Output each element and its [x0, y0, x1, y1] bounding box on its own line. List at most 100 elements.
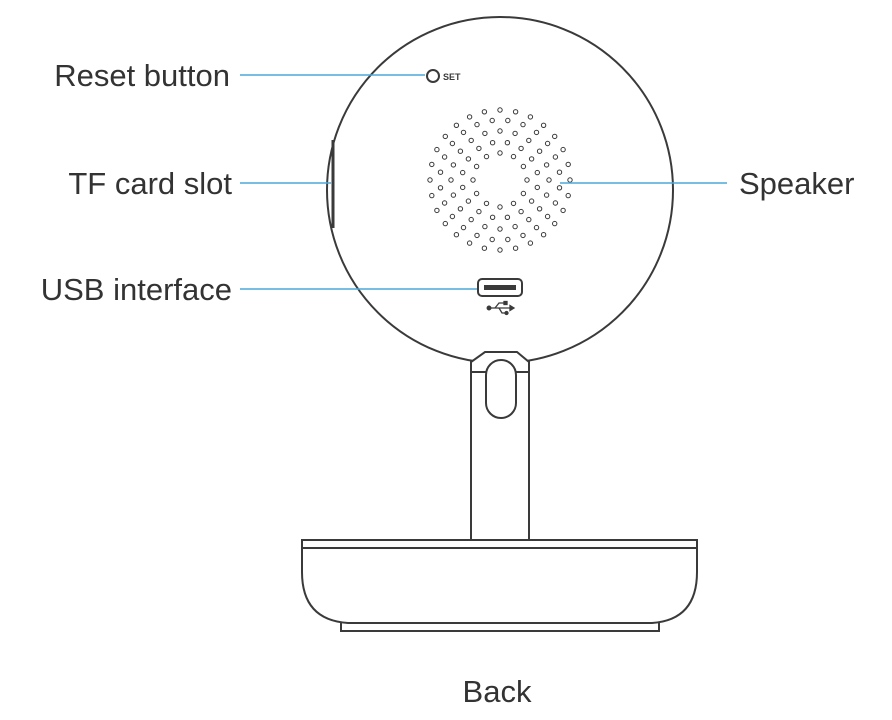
speaker-hole — [528, 156, 535, 162]
speaker-hole — [465, 156, 472, 162]
speaker-hole — [544, 213, 551, 220]
speaker-hole — [460, 184, 466, 191]
speaker-hole — [520, 232, 526, 239]
label-reset-button: Reset button — [54, 58, 230, 93]
camera-hinge — [470, 351, 530, 419]
speaker-hole — [483, 200, 490, 207]
speaker-hole — [518, 208, 524, 215]
speaker-hole — [512, 223, 518, 230]
usb-port — [477, 278, 523, 297]
speaker-hole — [534, 184, 540, 191]
leader-lines — [240, 74, 727, 290]
speaker-hole — [567, 177, 573, 183]
speaker-hole — [437, 169, 444, 175]
speaker-hole — [429, 192, 435, 199]
speaker-hole — [497, 226, 503, 232]
speaker-hole — [473, 190, 480, 197]
speaker-hole — [540, 232, 547, 238]
speaker-hole — [482, 130, 488, 137]
speaker-hole — [552, 220, 558, 227]
set-mark: SET — [443, 72, 461, 82]
reset-hole-icon — [426, 69, 440, 83]
speaker-hole — [504, 214, 511, 221]
speaker-hole — [460, 169, 466, 176]
speaker-grille — [427, 107, 573, 253]
label-tf-card-slot: TF card slot — [68, 166, 232, 201]
speaker-hole — [504, 140, 511, 146]
speaker-hole — [457, 148, 464, 154]
speaker-hole — [453, 122, 460, 129]
speaker-hole — [540, 122, 547, 129]
speaker-hole — [474, 232, 480, 239]
speaker-hole — [481, 245, 488, 251]
caption-back: Back — [463, 674, 532, 709]
speaker-hole — [536, 148, 543, 154]
speaker-hole — [526, 216, 532, 223]
speaker-hole — [476, 208, 482, 215]
speaker-hole — [489, 236, 495, 243]
speaker-hole — [518, 145, 524, 152]
label-speaker: Speaker — [739, 166, 854, 201]
speaker-hole — [481, 109, 488, 115]
speaker-hole — [449, 140, 456, 147]
speaker-hole — [427, 177, 433, 183]
speaker-hole — [534, 169, 540, 176]
speaker-hole — [449, 213, 456, 220]
speaker-hole — [437, 185, 444, 191]
speaker-hole — [536, 206, 543, 212]
speaker-hole — [460, 129, 467, 136]
speaker-hole — [466, 240, 473, 246]
speaker-hole — [526, 137, 532, 144]
speaker-hole — [560, 207, 566, 214]
speaker-hole — [489, 140, 496, 146]
speaker-hole — [512, 109, 519, 115]
speaker-hole — [544, 140, 551, 147]
speaker-hole — [552, 200, 559, 206]
speaker-hole — [474, 121, 480, 128]
speaker-hole — [441, 200, 448, 206]
speaker-hole — [565, 192, 571, 199]
speaker-hole — [556, 169, 563, 175]
label-usb-interface: USB interface — [41, 272, 232, 307]
usb-icon — [486, 300, 516, 316]
speaker-hole — [528, 198, 535, 204]
speaker-hole — [482, 223, 488, 230]
speaker-hole — [441, 154, 448, 160]
speaker-hole — [457, 206, 464, 212]
speaker-hole — [497, 247, 503, 253]
speaker-hole — [524, 177, 530, 183]
speaker-hole — [543, 162, 550, 168]
speaker-hole — [533, 129, 540, 136]
speaker-hole — [560, 146, 566, 153]
speaker-hole — [533, 224, 540, 231]
speaker-hole — [429, 161, 435, 168]
speaker-hole — [552, 133, 558, 140]
speaker-hole — [460, 224, 467, 231]
speaker-hole — [505, 236, 511, 243]
speaker-hole — [546, 177, 552, 183]
speaker-hole — [453, 232, 460, 238]
speaker-hole — [527, 114, 534, 120]
speaker-hole — [527, 240, 534, 246]
speaker-hole — [434, 207, 440, 214]
speaker-hole — [442, 133, 448, 140]
speaker-hole — [512, 245, 519, 251]
speaker-hole — [510, 200, 517, 207]
speaker-hole — [497, 128, 503, 134]
speaker-hole — [465, 198, 472, 204]
speaker-hole — [468, 137, 474, 144]
camera-base — [301, 539, 698, 632]
speaker-hole — [520, 190, 527, 197]
speaker-hole — [497, 107, 503, 113]
speaker-hole — [505, 117, 511, 124]
speaker-hole — [497, 204, 503, 210]
speaker-hole — [510, 153, 517, 160]
speaker-hole — [450, 162, 457, 168]
speaker-hole — [489, 214, 496, 221]
speaker-hole — [470, 177, 476, 183]
speaker-hole — [476, 145, 482, 152]
speaker-hole — [468, 216, 474, 223]
speaker-hole — [442, 220, 448, 227]
speaker-hole — [489, 117, 495, 124]
